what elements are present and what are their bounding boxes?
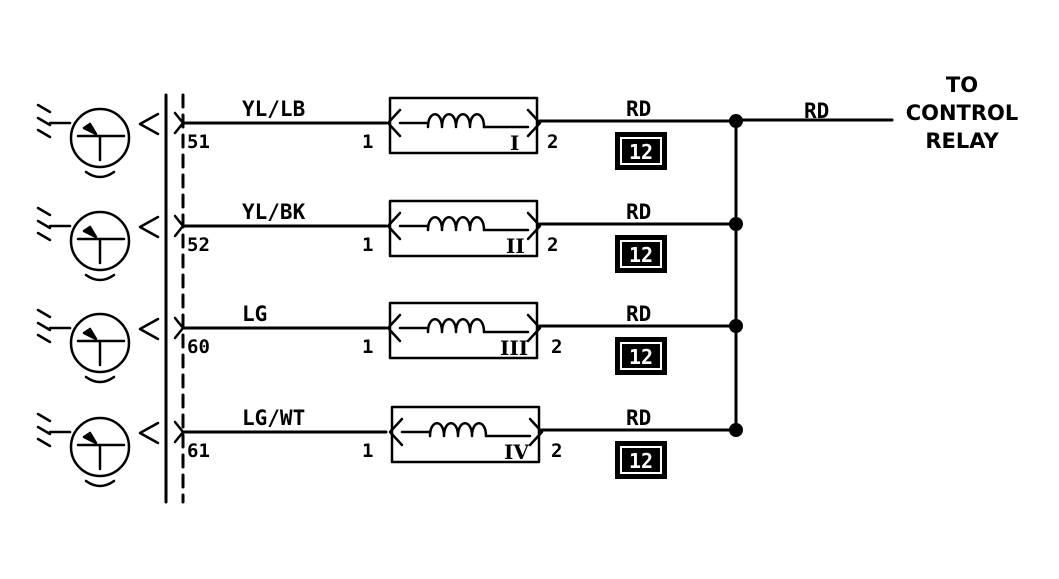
terminal-out-label: 2 — [547, 131, 558, 153]
output-wire-color: RD — [626, 97, 651, 121]
circuit-row: 51 YL/LB 1 I 2 RD 12 — [36, 96, 743, 179]
fuse-number: 12 — [629, 140, 653, 164]
circuit-row: 60 LG 1 III 2 RD 12 — [36, 301, 743, 384]
fuse-number: 12 — [629, 345, 653, 369]
coil-numeral: III — [500, 336, 528, 360]
output-wire-color: RD — [626, 302, 651, 326]
coil-numeral: II — [506, 234, 525, 258]
injector-coil — [388, 405, 544, 464]
fuse-badge: 12 — [615, 337, 667, 375]
pin-number: 52 — [187, 234, 210, 256]
pin-number: 60 — [187, 336, 210, 358]
fuse-number: 12 — [629, 243, 653, 267]
fuse-number: 12 — [629, 449, 653, 473]
injector-coil — [386, 301, 542, 360]
fuse-badge: 12 — [615, 132, 667, 170]
coil-numeral: IV — [504, 440, 529, 464]
injector-coil — [386, 199, 542, 258]
coil-numeral: I — [510, 131, 519, 155]
bus-junction — [729, 217, 743, 231]
relay-title-line2: CONTROL — [906, 101, 1019, 125]
terminal-out-label: 2 — [547, 234, 558, 256]
relay-wire-color: RD — [804, 99, 829, 123]
terminal-in-label: 1 — [362, 131, 373, 153]
wire-color-label: YL/BK — [242, 200, 306, 224]
output-wire-color: RD — [626, 406, 651, 430]
terminal-out-label: 2 — [551, 440, 562, 462]
circuit-row: 61 LG/WT 1 IV 2 RD 12 — [36, 405, 743, 488]
terminal-in-label: 1 — [362, 234, 373, 256]
wire-color-label: YL/LB — [242, 97, 305, 121]
pin-number: 51 — [187, 131, 210, 153]
sensor-symbol — [36, 103, 160, 179]
output-wire-color: RD — [626, 200, 651, 224]
circuit-row: 52 YL/BK 1 II 2 RD 12 — [36, 199, 743, 282]
bus-junction — [729, 114, 743, 128]
sensor-symbol — [36, 206, 160, 282]
relay-title-line3: RELAY — [925, 129, 999, 153]
terminal-in-label: 1 — [362, 440, 373, 462]
sensor-symbol — [36, 412, 160, 488]
terminal-in-label: 1 — [362, 336, 373, 358]
relay-title-line1: TO — [946, 73, 978, 97]
wire-color-label: LG/WT — [242, 406, 305, 430]
bus-junction — [729, 319, 743, 333]
fuse-badge: 12 — [615, 441, 667, 479]
fuse-badge: 12 — [615, 235, 667, 273]
bus-junction — [729, 423, 743, 437]
wire-color-label: LG — [242, 302, 267, 326]
sensor-symbol — [36, 308, 160, 384]
terminal-out-label: 2 — [551, 336, 562, 358]
injector-coil — [386, 96, 542, 155]
pin-number: 61 — [187, 440, 210, 462]
